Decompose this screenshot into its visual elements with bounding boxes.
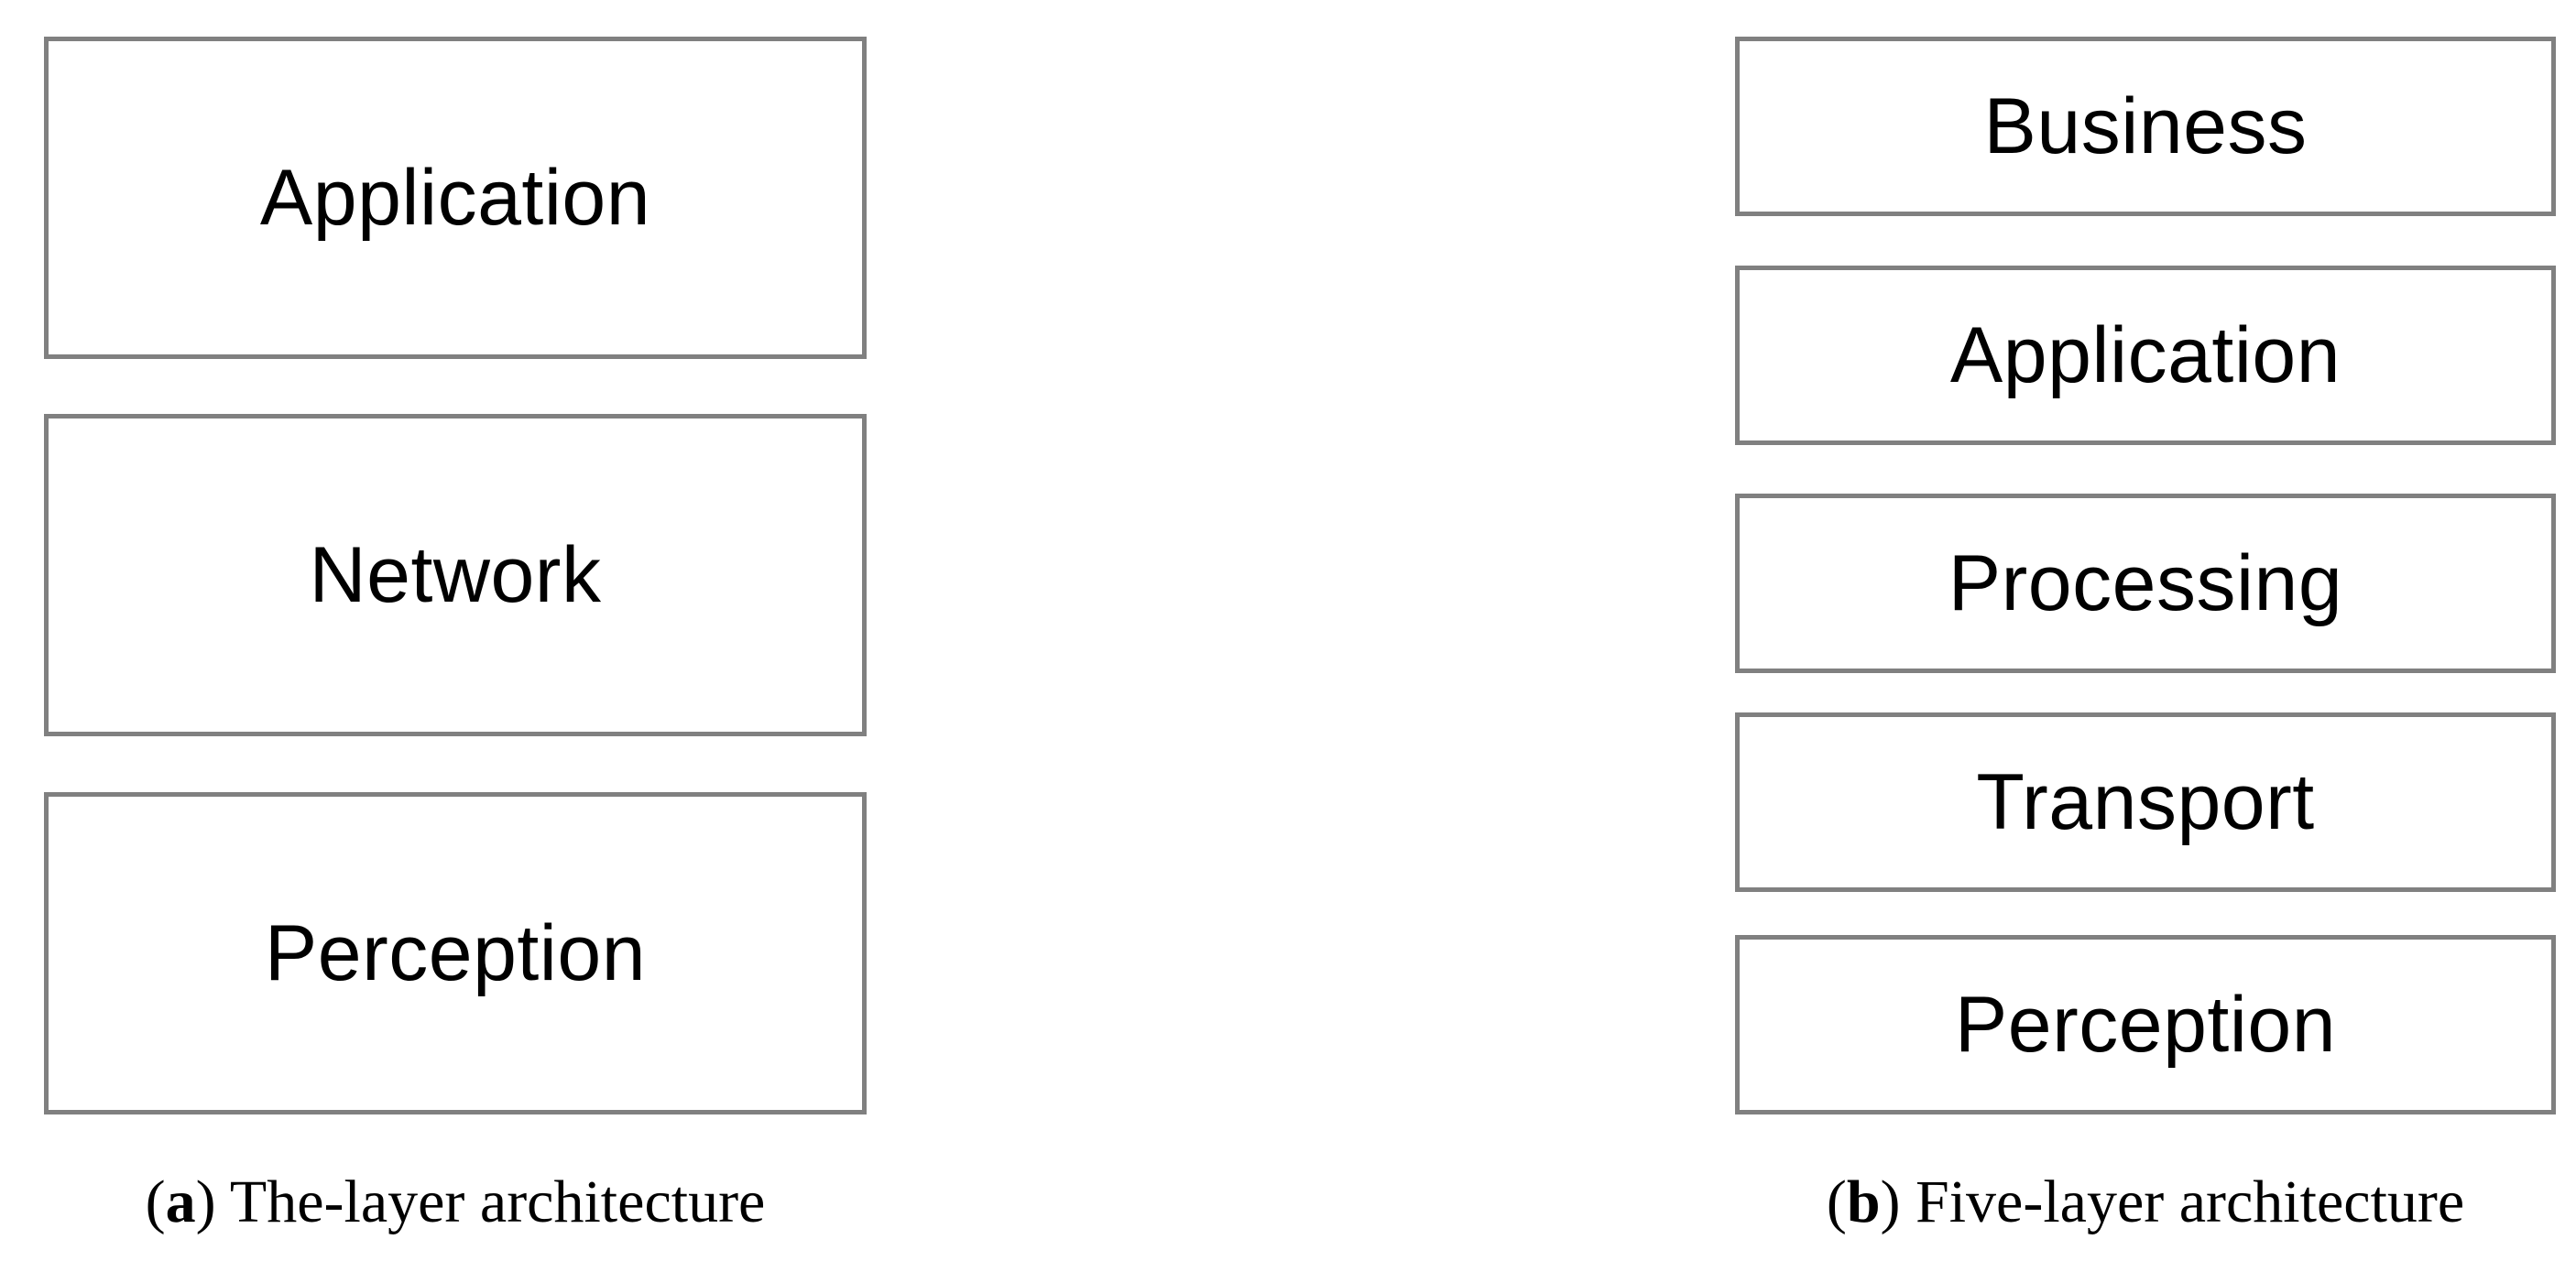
caption-letter: b	[1846, 1169, 1881, 1235]
caption-open-paren: (	[145, 1169, 166, 1235]
layer-label: Business	[1983, 82, 2308, 170]
caption-a: (a) The-layer architecture	[44, 1161, 867, 1244]
caption-text: Five-layer architecture	[1900, 1169, 2465, 1235]
layer-box-transport: Transport	[1735, 712, 2556, 892]
layer-box-application: Application	[1735, 266, 2556, 445]
layer-box-processing: Processing	[1735, 494, 2556, 673]
caption-text: The-layer architecture	[215, 1169, 766, 1235]
layer-box-network: Network	[44, 414, 867, 736]
layer-box-perception: Perception	[44, 792, 867, 1114]
layer-label: Application	[1949, 310, 2341, 399]
layer-label: Perception	[1954, 980, 2337, 1069]
layer-box-application: Application	[44, 37, 867, 359]
caption-open-paren: (	[1826, 1169, 1847, 1235]
caption-letter: a	[165, 1169, 196, 1235]
layer-label: Transport	[1976, 757, 2315, 846]
layer-label: Application	[259, 153, 651, 242]
layer-label: Network	[309, 530, 602, 619]
caption-close-paren: )	[1880, 1169, 1901, 1235]
layer-label: Perception	[264, 908, 647, 997]
layer-box-business: Business	[1735, 37, 2556, 216]
caption-close-paren: )	[195, 1169, 216, 1235]
layer-label: Processing	[1948, 538, 2343, 627]
caption-b: (b) Five-layer architecture	[1735, 1161, 2556, 1244]
layer-box-perception: Perception	[1735, 935, 2556, 1114]
